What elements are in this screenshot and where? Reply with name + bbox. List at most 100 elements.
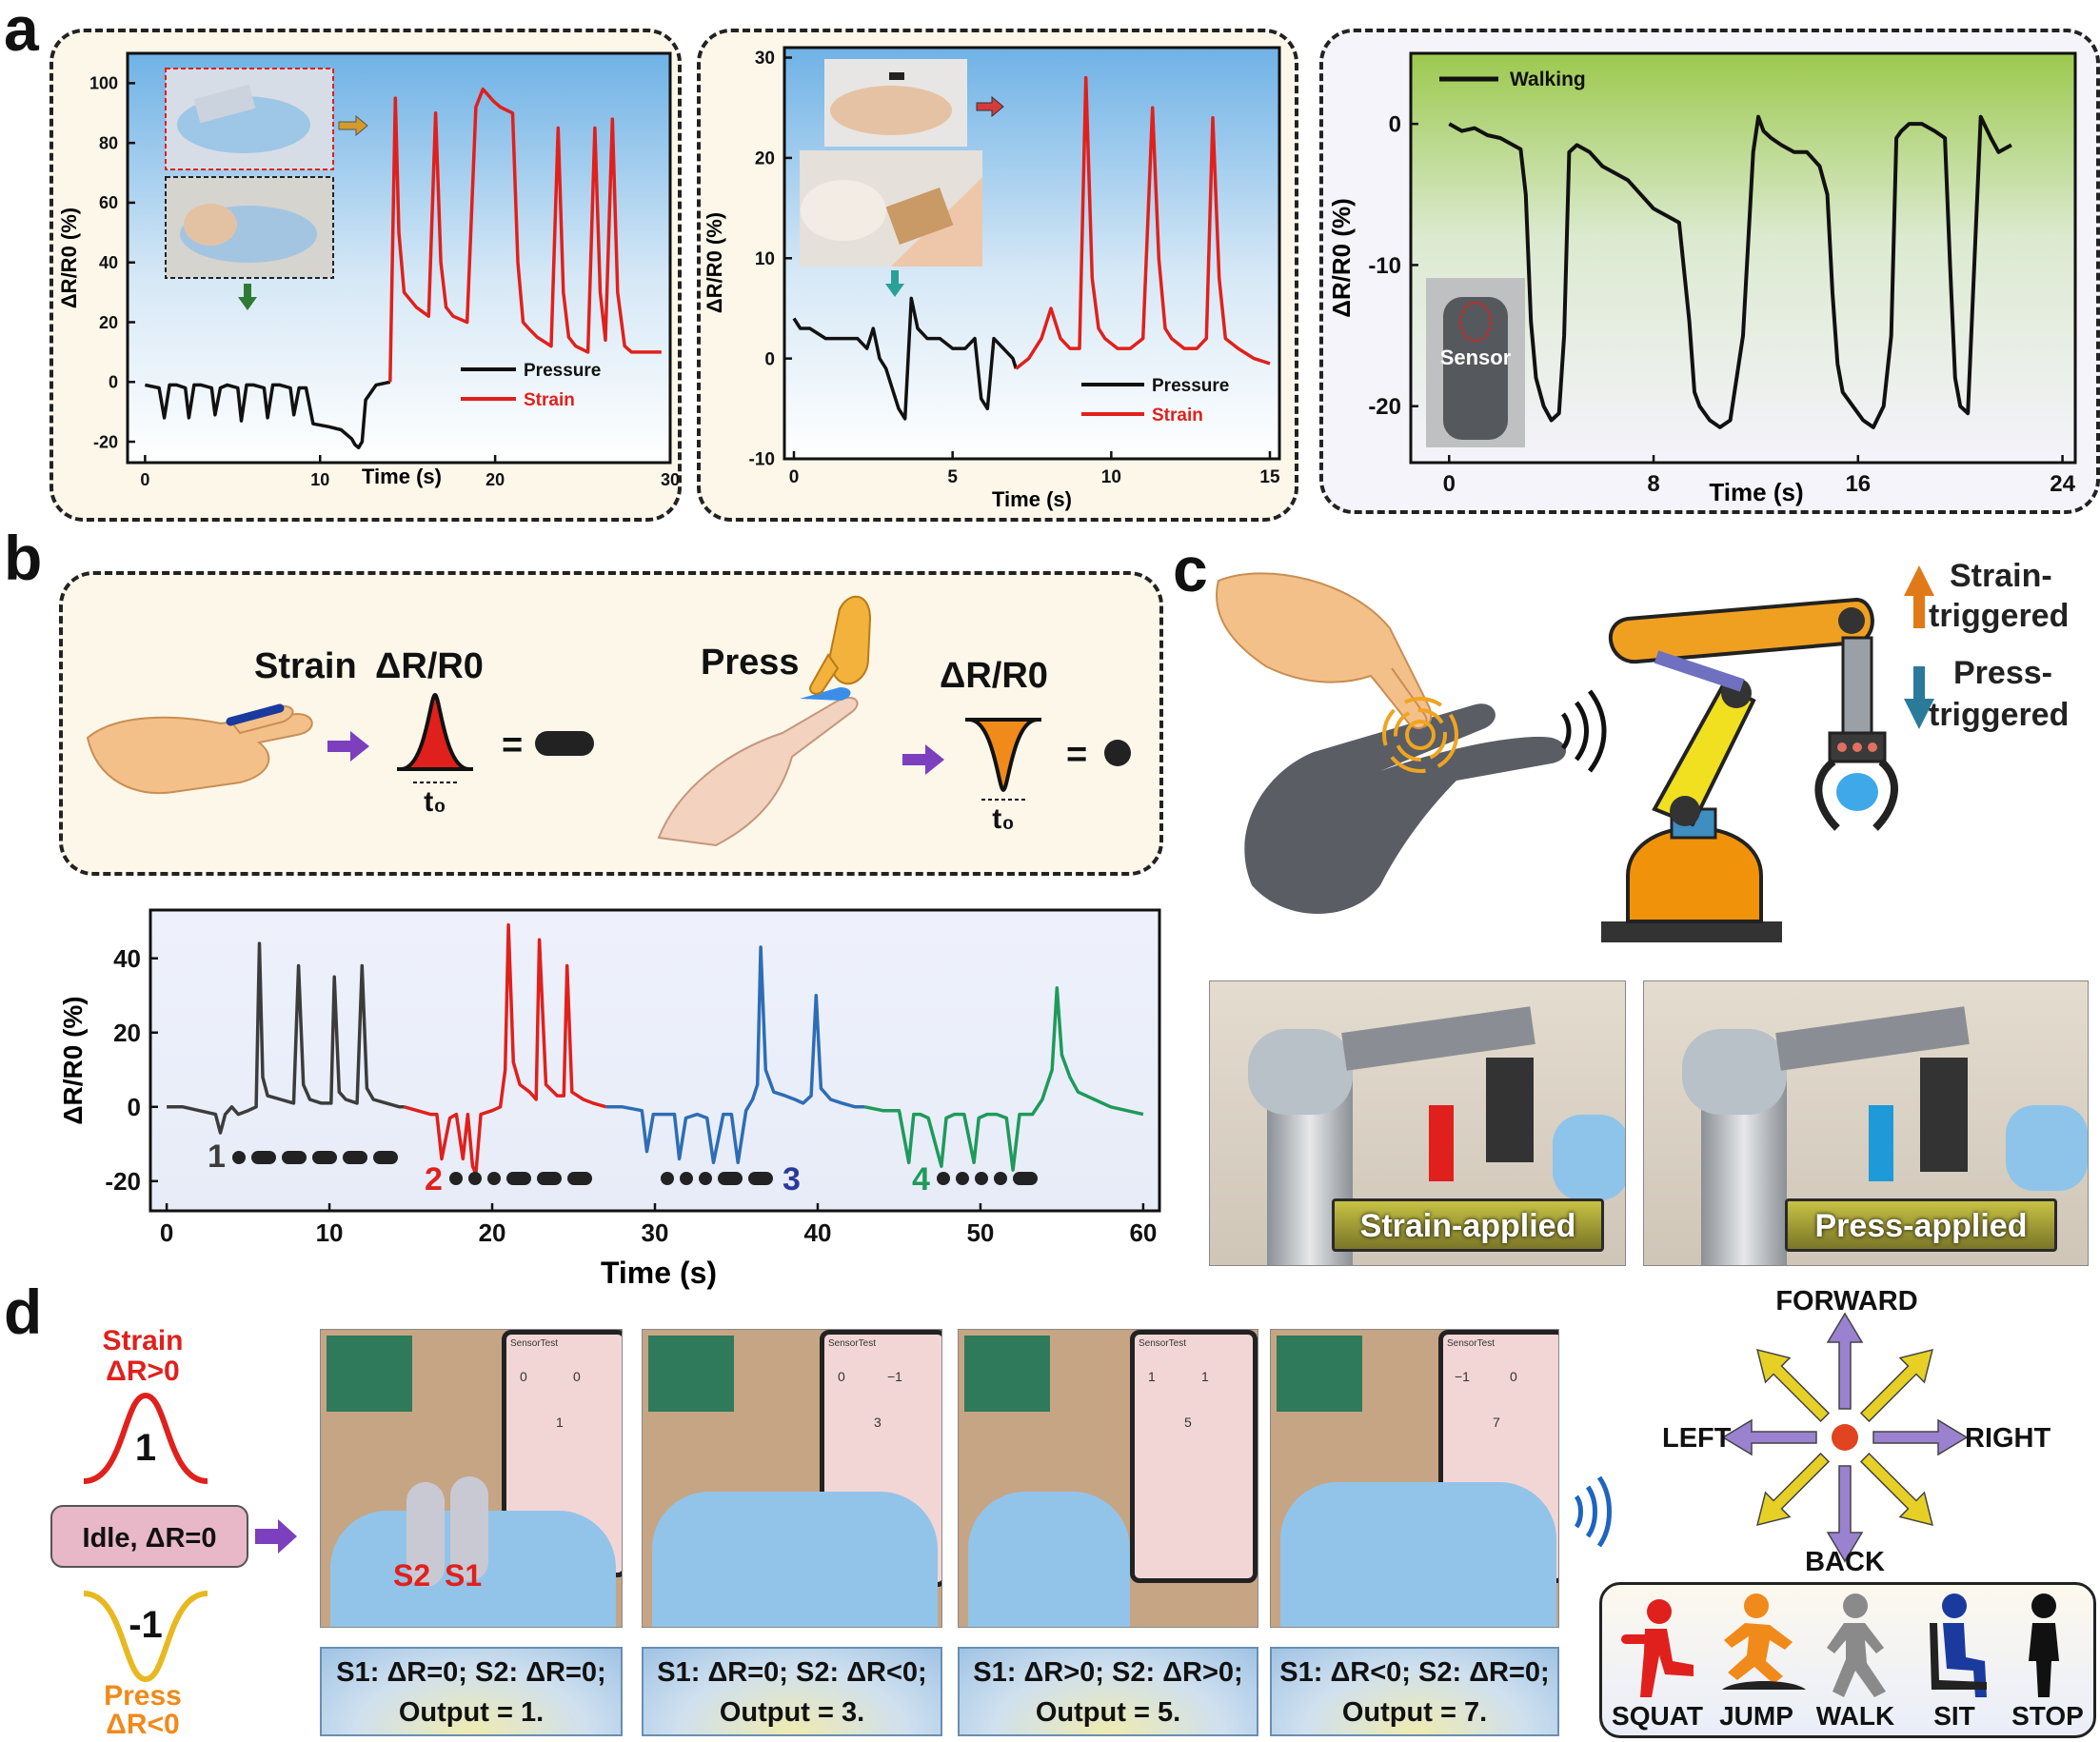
circuit-board (648, 1336, 734, 1412)
code-dot (468, 1172, 482, 1185)
press-label: Press (104, 1680, 182, 1712)
y-axis-label: ΔR/R0 (%) (1327, 198, 1356, 318)
phone-output: 5 (1184, 1415, 1192, 1430)
squat-icon (1621, 1599, 1694, 1697)
output-value: Output = 1. (398, 1697, 545, 1728)
phone-output: 1 (556, 1415, 564, 1430)
strain-triggered-line1: Strain- (1950, 558, 2052, 594)
panel-letter-b: b (4, 523, 43, 593)
series-line-strain (388, 87, 662, 383)
panel-letter-d: d (4, 1277, 43, 1347)
y-tick-label: 0 (109, 373, 118, 392)
arrow-right-icon (976, 95, 1004, 118)
code-dash (251, 1151, 276, 1164)
photo-inset-sensor-knee: Sensor (1426, 278, 1525, 447)
photo-inset-press-glove (165, 176, 334, 279)
output-value: Output = 3. (719, 1697, 865, 1728)
legend-strain: Strain (1152, 406, 1203, 426)
x-axis-label: Time (s) (601, 1256, 717, 1290)
y-tick-label: 0 (1389, 112, 1401, 138)
output-condition: S1: ΔR=0; S2: ΔR<0; (657, 1657, 927, 1688)
y-tick-label: -20 (1368, 394, 1401, 420)
x-tick-label: 40 (804, 1218, 832, 1247)
y-tick-label: 30 (755, 49, 775, 69)
positive-pulse-icon (83, 1392, 208, 1484)
c-schematic: Strain- triggered Press- triggered (1216, 558, 2069, 942)
legend-strain: Strain (524, 390, 575, 410)
code-dash (718, 1172, 743, 1185)
finger-sensor-s2 (406, 1482, 445, 1587)
photo-d3: SensorTest 1 1 5 (958, 1329, 1258, 1628)
output-value: Output = 7. (1341, 1697, 1488, 1728)
forward-label: FORWARD (1775, 1286, 1917, 1316)
series-line-0 (167, 941, 405, 1135)
t0-label-strain: t₀ (424, 786, 446, 818)
photo-inset-strain-glove (165, 68, 334, 170)
phone-output: 3 (874, 1415, 882, 1430)
x-tick-label: 0 (789, 467, 800, 487)
gloved-hands (652, 1492, 938, 1627)
x-axis-label: Time (s) (1709, 478, 1803, 506)
phone-s1: −1 (1455, 1369, 1470, 1384)
code-number-1: 1 (208, 1138, 226, 1175)
series-line-1 (404, 922, 607, 1176)
stop-icon (2029, 1594, 2059, 1697)
code-dash (748, 1172, 773, 1185)
arrow-left-icon (1721, 1418, 1817, 1456)
arrow-up-icon (1904, 565, 1934, 628)
x-tick-label: 16 (1845, 471, 1871, 497)
y-tick-label: 100 (89, 74, 118, 93)
idle-box (50, 1505, 248, 1568)
circuit-board (964, 1336, 1050, 1412)
code-dash (373, 1151, 398, 1164)
arrow-right-icon (338, 114, 368, 137)
phone-s1: 1 (1148, 1369, 1156, 1384)
phone-s2: −1 (887, 1369, 902, 1384)
x-tick-label: 15 (1259, 467, 1280, 487)
x-tick-label: 8 (1647, 471, 1659, 497)
y-tick-label: -20 (105, 1167, 141, 1196)
y-tick-label: -10 (1368, 253, 1401, 279)
action-panel: SQUAT JUMP WALK SIT STOP (1599, 1582, 2096, 1738)
y-tick-label: 60 (99, 193, 118, 212)
dot-symbol (1104, 740, 1131, 766)
action-icons (1621, 1594, 2059, 1697)
y-tick-label: 0 (764, 349, 775, 369)
phone-s2: 1 (1201, 1369, 1209, 1384)
y-tick-label: 0 (128, 1093, 141, 1121)
phone-title: SensorTest (510, 1338, 559, 1349)
arrow-down-icon (238, 284, 257, 310)
y-tick-label: 40 (113, 944, 141, 973)
code-dot (661, 1172, 674, 1185)
press-applied-label: Press-applied (1785, 1198, 2057, 1252)
y-axis-label: ΔR/R0 (%) (57, 208, 81, 308)
photo-press-applied: Press-applied (1643, 980, 2089, 1266)
x-axis-label: Time (s) (992, 487, 1072, 511)
code-dot (699, 1172, 712, 1185)
arrow-right-icon (327, 731, 369, 762)
press-condition: ΔR<0 (106, 1709, 179, 1740)
output-box-2: S1: ΔR=0; S2: ΔR<0; Output = 3. (642, 1647, 942, 1736)
series-line-walking (1448, 114, 2012, 429)
x-tick-label: 10 (310, 470, 329, 489)
code-dot (975, 1172, 988, 1185)
y-axis-label: ΔR/R0 (%) (703, 212, 726, 313)
arrow-right-icon (255, 1519, 297, 1554)
press-hand-illustration (657, 595, 872, 847)
x-tick-label: 10 (1101, 467, 1121, 487)
arrow-down-icon (885, 270, 904, 297)
x-tick-label: 0 (1443, 471, 1456, 497)
legend-walking: Walking (1510, 69, 1586, 90)
circuit-board (1277, 1336, 1362, 1412)
phone-s2: 0 (573, 1369, 581, 1384)
direction-compass: FORWARD BACK LEFT RIGHT (1574, 1286, 2051, 1577)
code-dash (282, 1151, 307, 1164)
legend: Pressure Strain (461, 361, 601, 410)
x-tick-label: 0 (140, 470, 149, 489)
legend-pressure: Pressure (1152, 376, 1229, 396)
code-dash (537, 1172, 562, 1185)
x-tick-label: 5 (947, 467, 958, 487)
ratio-label-strain: ΔR/R0 (375, 646, 484, 686)
output-box-3: S1: ΔR>0; S2: ΔR>0; Output = 5. (958, 1647, 1258, 1736)
